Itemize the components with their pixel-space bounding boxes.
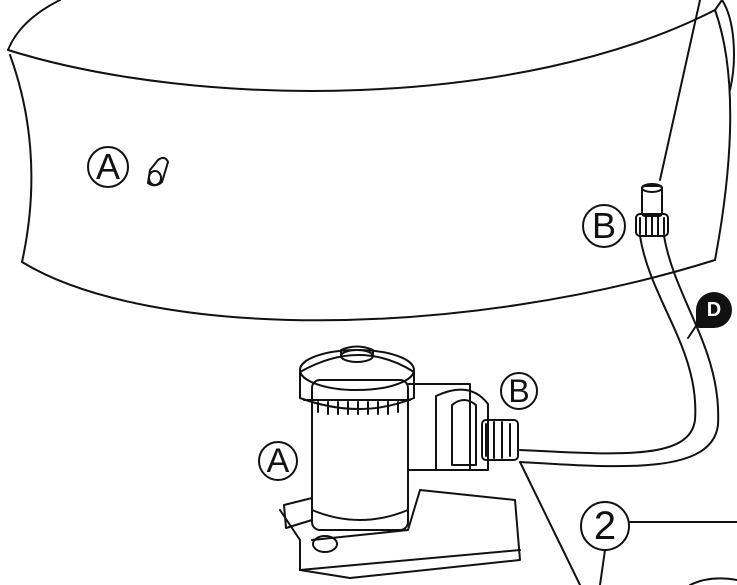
callout-a-pump: A bbox=[258, 441, 298, 481]
callout-a-pool: A bbox=[87, 146, 129, 188]
leader-line-top bbox=[659, 0, 701, 181]
filter-pump bbox=[279, 345, 521, 579]
step-2-leaders bbox=[519, 461, 737, 585]
callout-d-badge: D bbox=[696, 292, 732, 328]
hose-connector-top bbox=[635, 183, 669, 237]
hose bbox=[519, 235, 720, 468]
callout-b-hose-top: B bbox=[582, 204, 626, 248]
step-number-badge: 2 bbox=[580, 501, 630, 551]
pool-wall bbox=[7, 0, 735, 322]
pool-outlet-fitting bbox=[147, 156, 169, 187]
callout-b-pump: B bbox=[500, 372, 538, 410]
